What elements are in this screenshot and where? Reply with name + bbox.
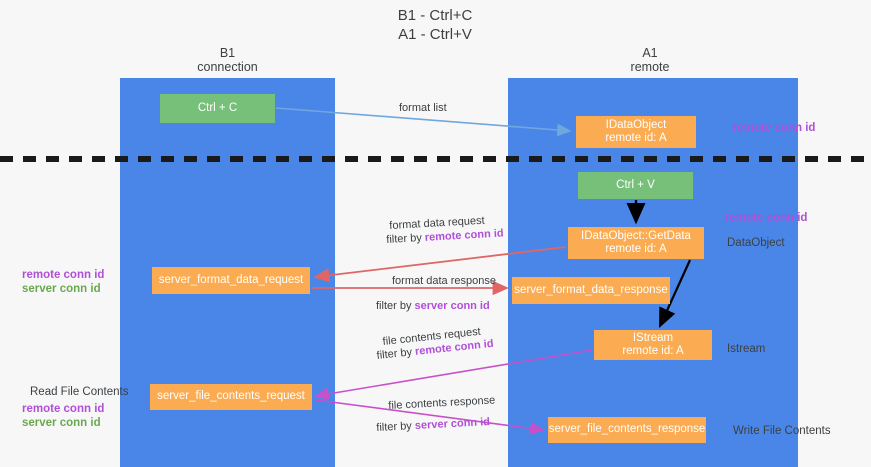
label-server-conn-id-left-bottom: server conn id [22,417,101,429]
node-server-file-contents-request[interactable]: server_file_contents_request [150,384,312,410]
node-idataobject-sub: remote id: A [605,132,667,144]
swimlane-b1-header: B1 connection [197,46,258,74]
label-remote-conn-id-left-bottom: remote conn id [22,403,105,415]
filter-key-remote-conn-id: remote conn id [424,227,504,244]
filter-prefix: filter by [386,231,426,246]
edge-label-file-contents-response: file contents response [388,394,496,412]
label-server-conn-id-left-top: server conn id [22,283,101,295]
edge-label-file-contents-response-filter: filter by server conn id [376,415,490,435]
node-server-file-contents-response-label: server_file_contents_response [548,423,706,436]
node-ctrl-v[interactable]: Ctrl + V [578,172,693,199]
node-server-format-data-response[interactable]: server_format_data_response [512,277,670,304]
label-dataobject: DataObject [727,237,785,249]
node-server-file-contents-request-label: server_file_contents_request [157,390,305,403]
node-ctrl-c-label: Ctrl + C [197,101,238,114]
edge-label-format-data-response-filter: filter by server conn id [376,299,490,313]
edge-label-format-data-response: format data response [392,275,496,287]
label-read-file-contents: Read File Contents [30,386,129,398]
node-getdata-sub: remote id: A [605,243,667,255]
label-left-conn-ids-bottom: remote conn id server conn id [22,402,104,430]
node-istream-sub: remote id: A [622,345,684,357]
label-istream: Istream [727,343,766,355]
node-istream-label: IStream [632,331,674,344]
label-remote-conn-id-mid: remote conn id [725,212,808,224]
node-server-format-data-request[interactable]: server_format_data_request [152,267,310,294]
node-server-file-contents-response[interactable]: server_file_contents_response [548,417,706,443]
node-getdata-label: IDataObject::GetData [581,229,691,242]
node-idataobject-label: IDataObject [605,118,667,131]
filter-prefix: filter by [376,345,416,362]
filter-prefix: filter by [376,419,416,434]
node-istream[interactable]: IStream remote id: A [594,330,712,360]
edge-label-format-list: format list [399,102,447,114]
filter-prefix: filter by [376,300,415,312]
page-title: B1 - Ctrl+C A1 - Ctrl+V [397,7,473,43]
filter-key-server-conn-id: server conn id [414,300,490,312]
node-ctrl-v-label: Ctrl + V [616,178,655,191]
node-server-format-data-response-label: server_format_data_response [514,283,668,296]
label-write-file-contents: Write File Contents [733,425,831,437]
label-remote-conn-id-top: remote conn id [733,122,816,134]
label-left-conn-ids-top: remote conn id server conn id [22,268,104,296]
label-remote-conn-id-left-top: remote conn id [22,269,105,281]
node-ctrl-c[interactable]: Ctrl + C [160,94,275,123]
node-server-format-data-request-label: server_format_data_request [158,273,304,286]
filter-key-server-conn-id: server conn id [414,416,491,432]
node-getdata[interactable]: IDataObject::GetData remote id: A [568,227,704,259]
node-idataobject[interactable]: IDataObject remote id: A [576,116,696,148]
swimlane-a1-header: A1 remote [630,46,670,74]
